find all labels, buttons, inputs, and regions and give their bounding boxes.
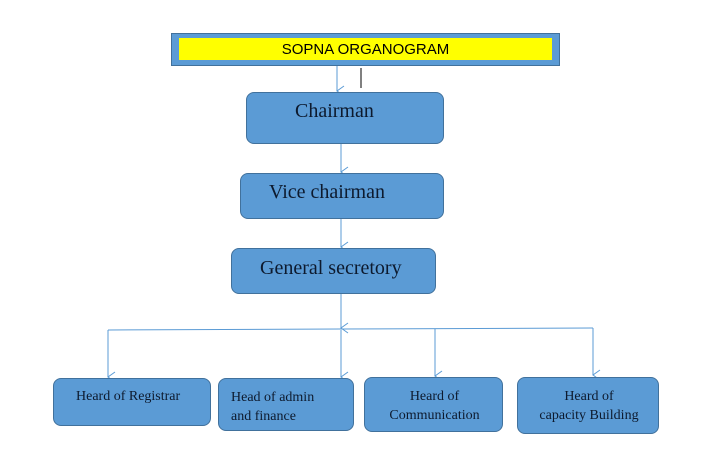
department-box-communication: Heard of Communication xyxy=(364,377,503,432)
title-label: SOPNA ORGANOGRAM xyxy=(179,38,552,60)
vice-chairman-label: Vice chairman xyxy=(269,181,385,203)
department-label: Heard of Communication xyxy=(389,389,480,423)
chairman-label: Chairman xyxy=(295,100,374,122)
vice-chairman-box: Vice chairman xyxy=(240,173,444,219)
department-label: Head of admin and finance xyxy=(231,390,315,424)
department-box-admin-finance: Head of admin and finance xyxy=(218,378,354,431)
general-secretary-box: General secretory xyxy=(231,248,436,294)
title-box: SOPNA ORGANOGRAM xyxy=(171,33,560,66)
chairman-box: Chairman xyxy=(246,92,444,144)
general-secretary-label: General secretory xyxy=(260,257,402,279)
department-label: Heard of capacity Building xyxy=(539,389,639,423)
department-box-registrar: Heard of Registrar xyxy=(53,378,211,426)
department-box-capacity-building: Heard of capacity Building xyxy=(517,377,659,434)
department-label: Heard of Registrar xyxy=(76,389,181,404)
horizontal-bus-line xyxy=(107,327,594,331)
